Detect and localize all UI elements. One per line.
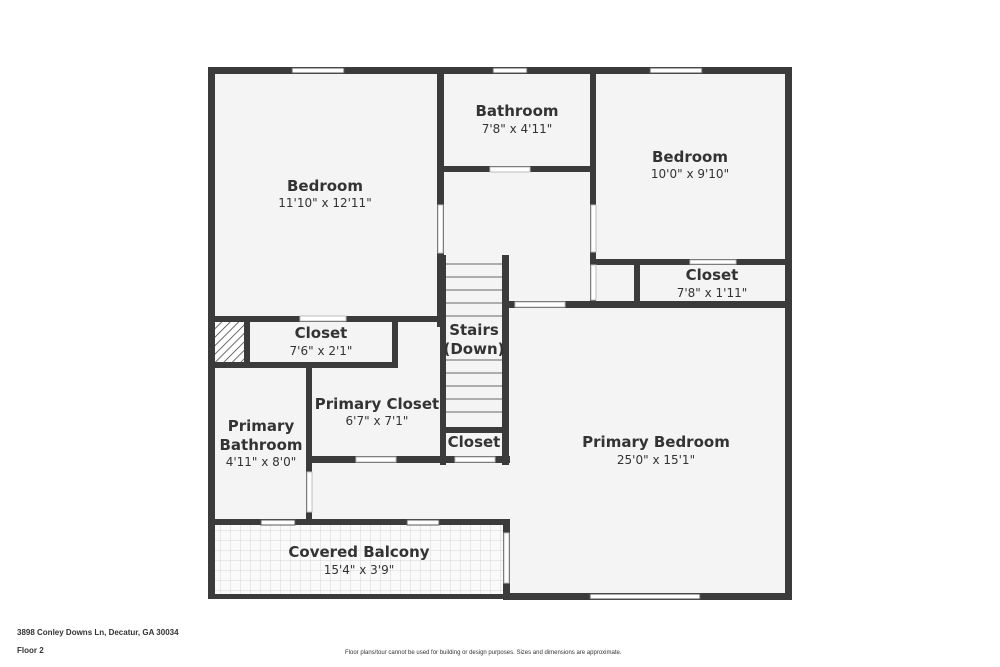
small-closet-name: Closet xyxy=(448,433,501,451)
disclaimer-text: Floor plans/tour cannot be used for buil… xyxy=(345,650,622,656)
bedroom-right-dim: 10'0" x 9'10" xyxy=(651,167,729,181)
windows xyxy=(260,67,703,600)
closet-right-dim: 7'8" x 1'11" xyxy=(677,286,748,300)
primary-bathroom-dim: 4'11" x 8'0" xyxy=(226,455,297,469)
window xyxy=(492,67,528,74)
covered-balcony-name: Covered Balcony xyxy=(288,543,429,561)
stairs-name-line1: Stairs xyxy=(449,321,499,339)
chase-hatch xyxy=(215,322,245,362)
balcony-floor xyxy=(214,525,504,597)
bedroom-left-dim: 11'10" x 12'11" xyxy=(278,196,371,210)
window xyxy=(589,593,701,600)
floor-label: Floor 2 xyxy=(17,646,44,655)
primary-closet-name: Primary Closet xyxy=(315,395,439,413)
bathroom-dim: 7'8" x 4'11" xyxy=(482,122,553,136)
closet-right-name: Closet xyxy=(686,266,739,284)
bathroom-name: Bathroom xyxy=(475,102,558,120)
stair-treads xyxy=(446,263,502,413)
property-address: 3898 Conley Downs Ln, Decatur, GA 30034 xyxy=(17,628,179,637)
stairs-label-bg xyxy=(447,320,502,358)
primary-bedroom-name: Primary Bedroom xyxy=(582,433,730,451)
window xyxy=(406,519,440,526)
door-openings xyxy=(299,166,737,584)
primary-bathroom-name-line1: Primary xyxy=(228,417,295,435)
covered-balcony-dim: 15'4" x 3'9" xyxy=(324,563,395,577)
stairs-name-line2: (Down) xyxy=(443,340,504,358)
closet-left-name: Closet xyxy=(295,324,348,342)
bedroom-left-name: Bedroom xyxy=(287,177,363,195)
window xyxy=(649,67,703,74)
primary-closet-dim: 6'7" x 7'1" xyxy=(346,414,409,428)
closet-left-dim: 7'6" x 2'1" xyxy=(290,344,353,358)
bedroom-right-name: Bedroom xyxy=(652,148,728,166)
window xyxy=(260,519,296,526)
primary-bathroom-name-line2: Bathroom xyxy=(219,436,302,454)
primary-bedroom-dim: 25'0" x 15'1" xyxy=(617,453,695,467)
window xyxy=(291,67,345,74)
